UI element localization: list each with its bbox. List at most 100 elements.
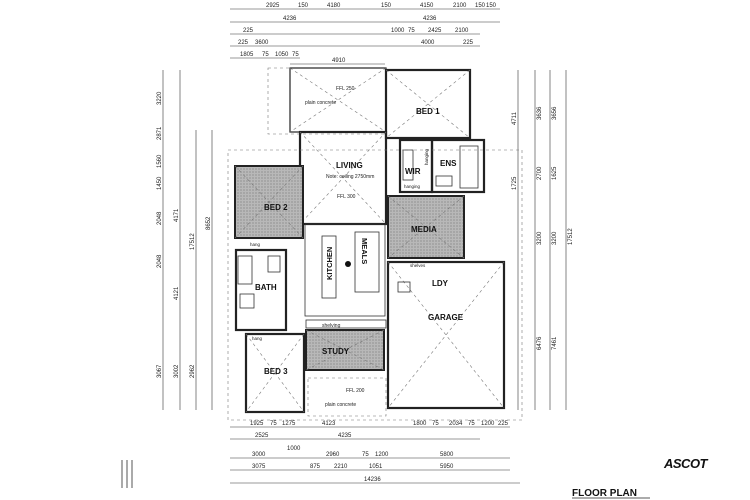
dim-top-r5-0: 1805 xyxy=(240,52,254,58)
dim-right-2: 3656 xyxy=(552,106,558,120)
dim-bottom-r1-2: 1275 xyxy=(282,421,296,427)
dim-bottom-r2-2: 4235 xyxy=(338,433,352,439)
dim-top-r1-1: 150 xyxy=(298,3,309,9)
dim-bottom-r3-0: 3000 xyxy=(252,452,266,458)
hanging-wir2: hanging xyxy=(424,148,429,165)
hanging-wir: hanging xyxy=(404,184,421,189)
dim-bottom-r4-4: 5950 xyxy=(440,464,454,470)
dim-bottom-r3-3: 1200 xyxy=(375,452,389,458)
room-wir: WIR hanging hanging xyxy=(398,138,434,194)
dim-right-4: 2700 xyxy=(537,166,543,180)
label-kitchen: KITCHEN xyxy=(325,247,334,280)
dim-bottom-r2-1: 1000 xyxy=(287,446,301,452)
dim-bottom-r1-8: 1200 xyxy=(481,421,495,427)
right-dimensions: 4711 3636 3656 1725 2700 1625 3200 3200 … xyxy=(512,70,574,410)
ffl-living: FFL 300 xyxy=(337,194,356,200)
label-ldy: LDY xyxy=(432,279,449,288)
dim-bottom-r1-5: 75 xyxy=(432,421,439,427)
dim-right-9: 7461 xyxy=(552,336,558,350)
dim-top-r4-3: 225 xyxy=(463,40,474,46)
dim-living-width: 4910 xyxy=(332,58,346,64)
ffl-top: FFL 250 xyxy=(336,86,355,92)
dim-bottom-r3-4: 5800 xyxy=(440,452,454,458)
label-bed2: BED 2 xyxy=(264,203,288,212)
dim-right-0: 4711 xyxy=(512,111,518,125)
dim-top-r3-4: 2100 xyxy=(455,28,469,34)
label-media: MEDIA xyxy=(411,225,437,234)
label-study: STUDY xyxy=(322,347,350,356)
bottom-porch: FFL 200 plain concrete xyxy=(307,377,387,417)
dim-top-r5-2: 1050 xyxy=(275,52,289,58)
shelving-note: shelving xyxy=(322,323,341,329)
dim-top-r3-3: 2425 xyxy=(428,28,442,34)
ceiling-note: Note: ceiling 2750mm xyxy=(326,174,374,180)
dim-left-12: 17512 xyxy=(190,233,196,250)
dim-top-r1-4: 4150 xyxy=(420,3,434,9)
dim-bottom-r1-1: 75 xyxy=(270,421,277,427)
dim-bottom-r1-7: 75 xyxy=(468,421,475,427)
room-bed2: BED 2 hang xyxy=(234,165,304,247)
dim-top-r2-0: 4236 xyxy=(283,16,297,22)
room-garage: LDY GARAGE xyxy=(386,260,506,410)
room-media: MEDIA shelves xyxy=(387,195,465,268)
dim-bottom-r1-3: 4123 xyxy=(322,421,336,427)
label-living: LIVING xyxy=(336,161,363,170)
dim-left-6: 2048 xyxy=(157,254,163,268)
dim-bottom-r4-3: 1051 xyxy=(369,464,383,470)
dim-top-r2-1: 4236 xyxy=(423,16,437,22)
dim-top-r1-6: 150 xyxy=(475,3,486,9)
dim-bottom-r1-6: 2034 xyxy=(449,421,463,427)
room-living: LIVING Note: ceiling 2750mm FFL 300 xyxy=(298,130,388,226)
label-wir: WIR xyxy=(405,167,421,176)
ffl-bottom: FFL 200 xyxy=(346,388,365,394)
dim-top-r3-1: 1000 xyxy=(391,28,405,34)
dim-top-r1-3: 150 xyxy=(381,3,392,9)
dim-left-1: 2871 xyxy=(157,126,163,140)
dim-right-3: 1725 xyxy=(512,176,518,190)
shelves-media: shelves xyxy=(410,263,426,268)
left-dimensions: 3220 2871 1560 1450 2048 4171 2048 4121 … xyxy=(157,70,213,410)
dim-top-r3-2: 75 xyxy=(408,28,415,34)
label-bath: BATH xyxy=(255,283,277,292)
plan-title: FLOOR PLAN xyxy=(572,488,637,499)
top-dimensions: 2925 150 4180 150 4150 2100 150 150 4236… xyxy=(230,3,500,65)
dim-right-5: 1625 xyxy=(552,166,558,180)
dim-bottom-r3-1: 2960 xyxy=(326,452,340,458)
room-bed3: BED 3 hang xyxy=(244,332,306,414)
bottom-dimensions: 1925 75 1275 4123 1800 75 2034 75 1200 2… xyxy=(230,421,520,484)
dim-left-10: 2962 xyxy=(190,364,196,378)
dim-right-7: 3200 xyxy=(552,231,558,245)
dim-top-r4-0: 225 xyxy=(238,40,249,46)
label-garage: GARAGE xyxy=(428,313,464,322)
dim-left-11: 8652 xyxy=(206,216,212,230)
dim-right-10: 17512 xyxy=(568,228,574,245)
room-ens: ENS xyxy=(430,138,486,194)
dim-bottom-r3-2: 75 xyxy=(362,452,369,458)
dim-left-2: 1560 xyxy=(157,154,163,168)
ascot-logo: ASCOT xyxy=(663,456,709,471)
dim-bottom-r4-2: 2210 xyxy=(334,464,348,470)
scale-bar xyxy=(121,460,133,488)
dim-bottom-r1-0: 1925 xyxy=(250,421,264,427)
room-bath: BATH xyxy=(234,248,288,332)
dim-top-r4-1: 3600 xyxy=(255,40,269,46)
dim-bottom-r2-0: 2525 xyxy=(255,433,269,439)
room-study: shelving STUDY xyxy=(305,319,387,371)
dim-left-5: 4171 xyxy=(174,208,180,222)
dim-top-r4-2: 4000 xyxy=(421,40,435,46)
dim-bottom-r1-9: 225 xyxy=(498,421,509,427)
dim-bottom-total: 14236 xyxy=(364,477,381,483)
dim-right-8: 6476 xyxy=(537,336,543,350)
dim-left-7: 4121 xyxy=(174,286,180,300)
dim-bottom-r1-4: 1800 xyxy=(413,421,427,427)
dim-bottom-r4-0: 3075 xyxy=(252,464,266,470)
label-meals: MEALS xyxy=(360,238,369,264)
hang-bed2: hang xyxy=(250,242,261,247)
dim-top-r5-3: 75 xyxy=(292,52,299,58)
room-kitchen-meals: KITCHEN MEALS xyxy=(304,223,386,317)
plain-concrete-top: plain concrete xyxy=(305,100,336,106)
dim-top-r3-0: 225 xyxy=(243,28,254,34)
hang-bed3: hang xyxy=(252,336,263,341)
dim-left-8: 3067 xyxy=(157,364,163,378)
dim-bottom-r4-1: 875 xyxy=(310,464,321,470)
